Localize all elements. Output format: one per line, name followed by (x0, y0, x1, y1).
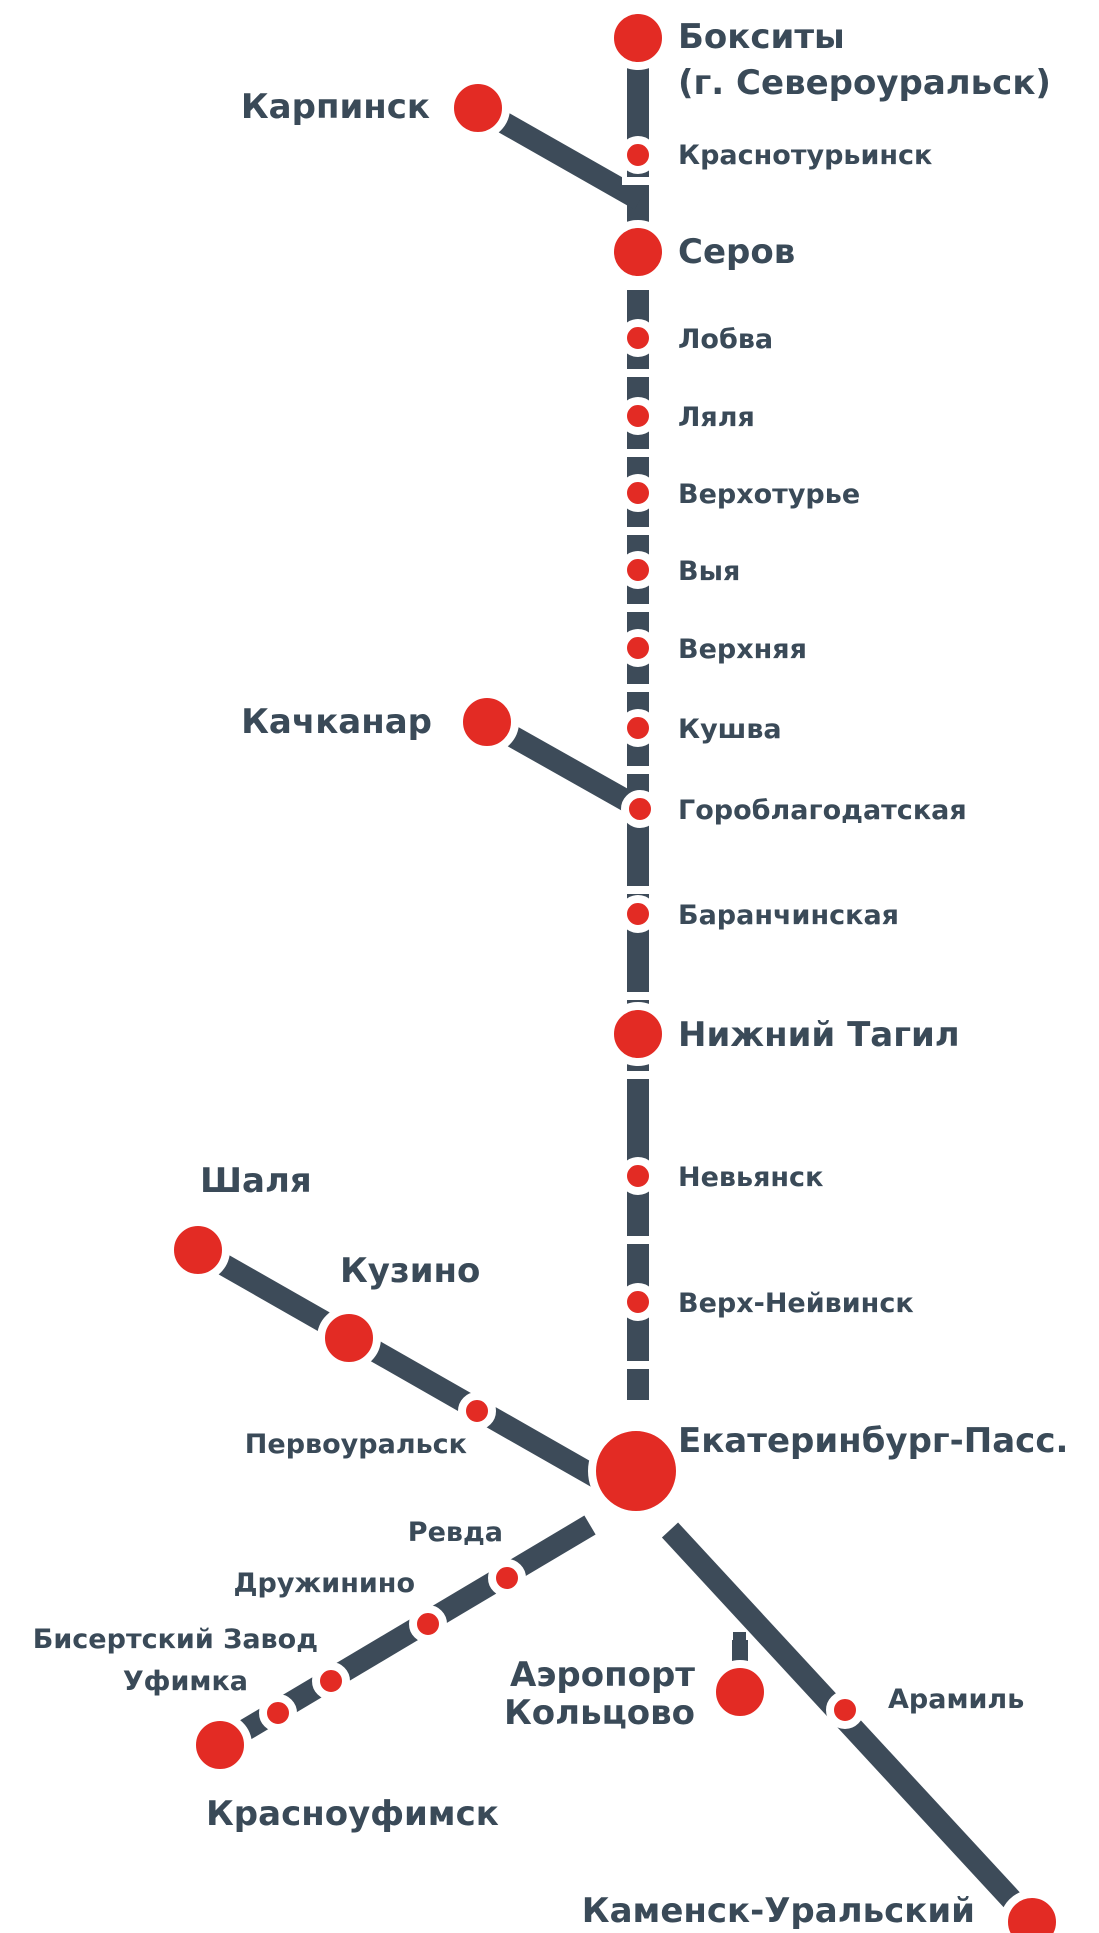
label-verkhoturye: Верхотурье (678, 479, 860, 510)
label-aeroport-koltsovo: Кольцово (504, 1693, 695, 1733)
label-lobva: Лобва (678, 324, 773, 355)
station-bisertsky[interactable] (259, 1694, 297, 1732)
label-verkhnyaya: Верхняя (678, 634, 807, 665)
label-aeroport: Аэропорт (510, 1655, 695, 1695)
station-pervouralsk[interactable] (458, 1392, 496, 1430)
line-gaps (264, 177, 654, 1753)
station-aeroport[interactable] (708, 1660, 772, 1724)
station-kushva[interactable] (619, 709, 657, 747)
stations (166, 6, 1064, 1933)
label-baranchinskaya: Баранчинская (678, 900, 899, 931)
station-ufimka[interactable] (312, 1662, 350, 1700)
label-shalya: Шаля (200, 1161, 312, 1201)
label-krasnoufimsk: Красноуфимск (206, 1794, 499, 1834)
station-aramil[interactable] (826, 1691, 864, 1729)
label-kushva: Кушва (678, 714, 782, 745)
label-druzhinino: Дружинино (233, 1568, 415, 1599)
station-druzhinino[interactable] (409, 1605, 447, 1643)
label-karpinsk: Карпинск (241, 87, 430, 127)
label-verkh-neyvinsk: Верх-Нейвинск (678, 1288, 914, 1319)
label-goroblagodatskaya: Гороблагодатская (678, 795, 967, 826)
station-vyya[interactable] (619, 551, 657, 589)
shalya-branch (192, 1240, 644, 1511)
station-kuzino[interactable] (317, 1306, 381, 1370)
kamensk-branch (661, 1522, 1044, 1933)
station-verkhnyaya[interactable] (619, 629, 657, 667)
station-baranchinskaya[interactable] (619, 895, 657, 933)
label-kamensk: Каменск-Уральский (582, 1891, 975, 1931)
station-krasnoturinsk[interactable] (619, 136, 657, 174)
station-nizhny-tagil[interactable] (606, 1002, 670, 1066)
station-goroblagodatskaya[interactable] (621, 790, 659, 828)
label-boksity-city: (г. Североуральск) (678, 63, 1051, 103)
label-nevyansk: Невьянск (678, 1162, 823, 1193)
label-lyalya: Ляля (678, 402, 755, 433)
label-kuzino: Кузино (340, 1251, 480, 1291)
station-kachkanar[interactable] (455, 690, 519, 754)
label-boksity: Бокситы (678, 17, 845, 57)
label-revda: Ревда (408, 1517, 503, 1548)
station-serov[interactable] (606, 220, 670, 284)
label-ekaterinburg: Екатеринбург-Пасс. (678, 1421, 1068, 1461)
station-nevyansk[interactable] (619, 1157, 657, 1195)
label-kachkanar: Качканар (241, 702, 432, 742)
label-serov: Серов (678, 232, 795, 272)
label-krasnoturinsk: Краснотурьинск (678, 140, 932, 171)
station-boksity[interactable] (606, 6, 670, 70)
station-revda[interactable] (488, 1559, 526, 1597)
label-ufimka: Уфимка (123, 1666, 248, 1697)
station-ekaterinburg[interactable] (588, 1423, 684, 1519)
label-aramil: Арамиль (888, 1684, 1024, 1715)
label-pervouralsk: Первоуральск (245, 1429, 467, 1460)
rail-lines (192, 38, 1044, 1933)
station-labels: Бокситы (г. Североуральск) Карпинск Крас… (33, 17, 1069, 1931)
station-verkh-neyvinsk[interactable] (619, 1283, 657, 1321)
station-karpinsk[interactable] (446, 76, 510, 140)
label-bisertsky: Бисертский Завод (33, 1624, 318, 1655)
station-kamensk[interactable] (1000, 1890, 1064, 1933)
label-nizhny-tagil: Нижний Тагил (678, 1015, 960, 1055)
station-lyalya[interactable] (619, 397, 657, 435)
station-krasnoufimsk[interactable] (188, 1713, 252, 1777)
station-shalya[interactable] (166, 1218, 230, 1282)
station-verkhoturye[interactable] (619, 474, 657, 512)
label-vyya: Выя (678, 556, 740, 587)
station-lobva[interactable] (619, 319, 657, 357)
